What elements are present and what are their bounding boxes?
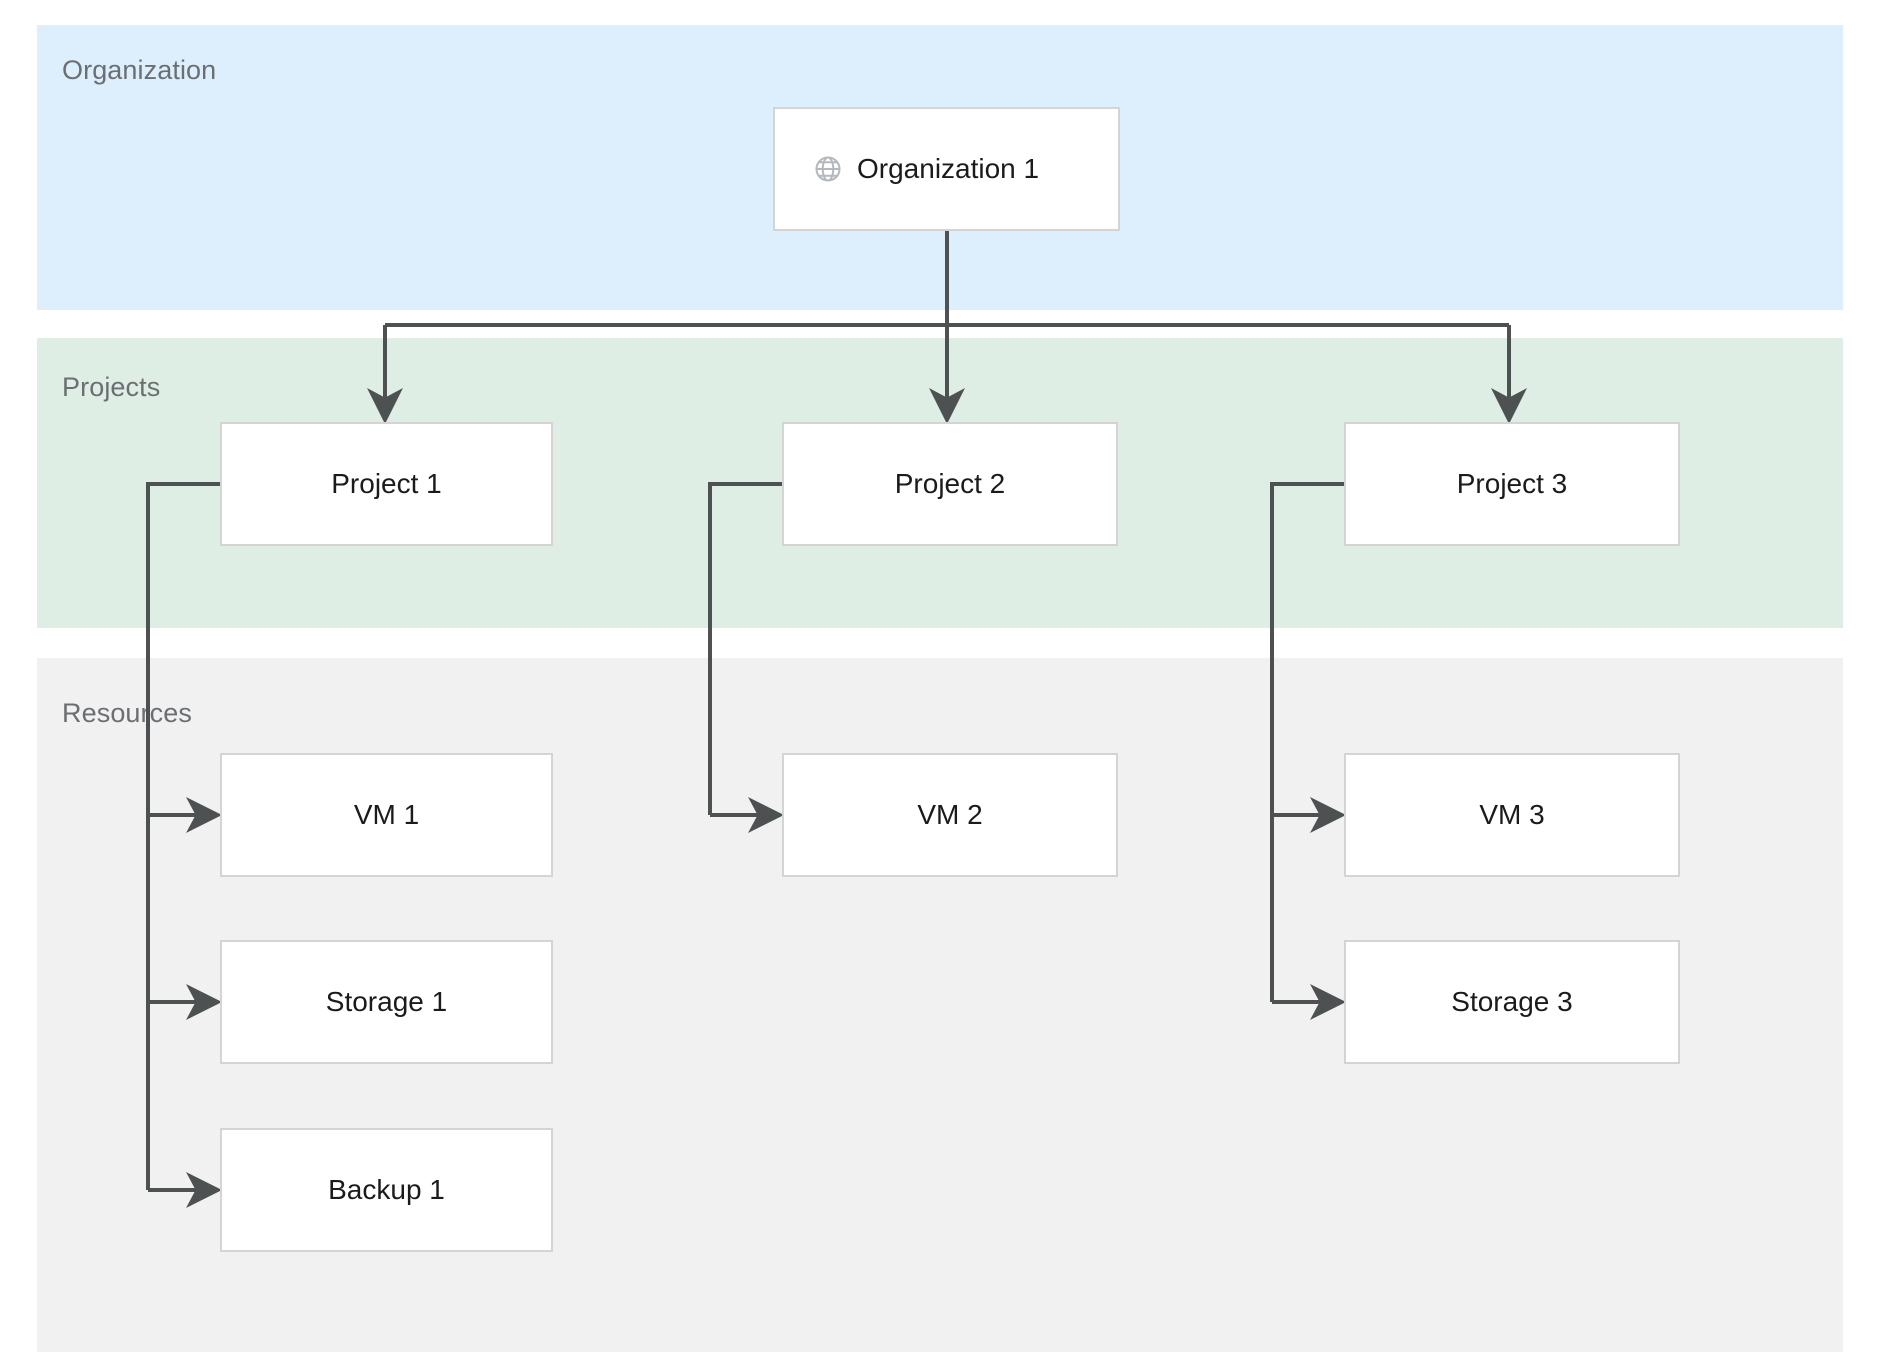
node-project-3[interactable]: Project 3 [1344,422,1680,546]
node-label-storage-1: Storage 1 [325,986,448,1017]
node-project-1[interactable]: Project 1 [220,422,553,546]
node-backup-1[interactable]: Backup 1 [220,1128,553,1252]
node-label-organization-1: Organization 1 [857,153,1040,184]
node-project-2[interactable]: Project 2 [782,422,1118,546]
node-label-project-1: Project 1 [331,468,442,499]
node-storage-1[interactable]: Storage 1 [220,940,553,1064]
node-label-vm-2: VM 2 [917,799,983,830]
node-organization-1[interactable]: Organization 1 [773,107,1120,231]
node-vm-2[interactable]: VM 2 [782,753,1118,877]
node-label-project-2: Project 2 [894,468,1006,499]
node-label-backup-1: Backup 1 [328,1174,445,1205]
node-label-vm-1: VM 1 [353,799,420,830]
node-label-vm-3: VM 3 [1479,799,1545,830]
band-label-organization: Organization [62,55,217,85]
node-vm-3[interactable]: VM 3 [1344,753,1680,877]
globe-icon [813,154,843,184]
node-storage-3[interactable]: Storage 3 [1344,940,1680,1064]
node-label-storage-3: Storage 3 [1451,986,1573,1017]
band-label-projects: Projects [62,372,161,402]
node-vm-1[interactable]: VM 1 [220,753,553,877]
band-label-resources: Resources [62,698,192,728]
node-label-project-3: Project 3 [1456,468,1568,499]
